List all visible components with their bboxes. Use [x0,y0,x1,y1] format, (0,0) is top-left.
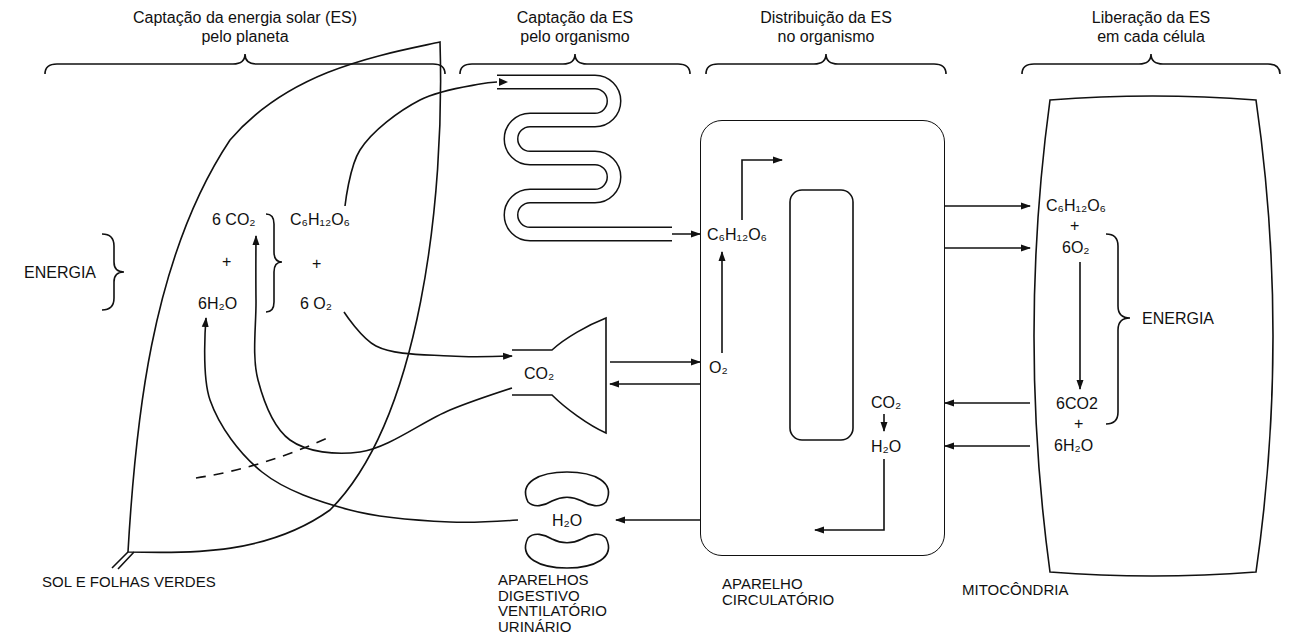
node-text: CO₂ [524,364,554,383]
lung: CO₂ [512,314,610,436]
intestine-wall [497,82,672,234]
node-text: CO₂ [871,393,901,412]
energy-label: ENERGIA [24,263,96,282]
organ-caption: APARELHOS DIGESTIVO VENTILATÓRIO URINÁRI… [498,572,626,634]
stage-heading: Liberação da ES em cada célula [1085,8,1217,46]
flow-arrow [610,383,700,385]
energy-brace [102,234,124,310]
flow-arrow [610,361,700,363]
node-text: 6 O₂ [300,294,332,313]
node-text: ENERGIA [1142,309,1214,328]
node-text: C₆H₁₂O₆ [1046,196,1106,215]
leaf-shape [110,36,450,570]
kidney-outline [526,472,609,506]
flow-arrow [945,445,1030,447]
organ-caption: SOL E FOLHAS VERDES [42,574,216,590]
heading-brace [45,54,445,74]
leaf: 6 CO₂ C₆H₁₂O₆ + +6H₂O 6 O₂ [110,36,450,570]
node-text: + [1070,216,1079,235]
intestine-lumen [497,82,672,234]
flow-arrow [344,312,512,357]
flow-arrow [815,459,884,530]
reaction-arrow [1079,262,1081,389]
flow-arrow [742,160,782,220]
flow-arrow [205,318,518,522]
circulatory-box: C₆H₁₂O₆ O₂ CO₂ H₂O [700,120,945,556]
flow-arrow [721,252,723,353]
flow-arrow [616,519,700,521]
node-text: + [222,252,231,271]
flow-arrow [945,402,1030,404]
heading-brace [706,54,946,74]
lung-outline [512,318,606,433]
flow-arrow [883,414,885,431]
heading-brace [1022,54,1280,74]
node-text: C₆H₁₂O₆ [290,210,350,229]
flow-arrow [945,205,1030,207]
node-text: 6 CO₂ [212,210,256,229]
node-text: O₂ [709,358,728,377]
leaf-outline [128,42,441,552]
intestine-entry-arrowhead [499,78,508,86]
node-text: + [312,254,321,273]
flow-arrow [945,247,1030,249]
organ-caption: MITOCÔNDRIA [962,582,1068,598]
equation-brace [266,214,282,312]
mitochondrion-shape [1030,96,1284,580]
kidney-outline [526,534,609,568]
node-text: 6H₂O [198,294,237,313]
heart-vessel-loop [790,190,853,440]
stage-heading: Captação da energia solar (ES) pelo plan… [125,8,365,46]
node-text: 6O₂ [1062,238,1090,257]
node-text: C₆H₁₂O₆ [707,225,767,244]
node-text: + [1074,414,1083,433]
node-text: H₂O [871,437,901,456]
stage-heading: Captação da ES pelo organismo [505,8,645,46]
node-text: 6CO2 [1056,394,1098,413]
stage-heading: Distribuição da ES no organismo [753,8,899,46]
leaf-stem [112,552,134,569]
flow-arrow [255,236,512,453]
organ-caption: APARELHO CIRCULATÓRIO [722,576,847,607]
flow-arrow [345,81,700,235]
node-text: H₂O [552,511,582,530]
leaf-midrib [196,436,332,478]
energy-brace [1106,234,1130,424]
heading-brace [460,54,690,74]
kidney: H₂O [518,470,616,570]
mitochondrion: C₆H₁₂O₆+6O₂ENERGIA6CO2+6H₂O [1030,96,1284,580]
mitochondrion-outline [1034,96,1273,576]
node-text: 6H₂O [1054,436,1093,455]
